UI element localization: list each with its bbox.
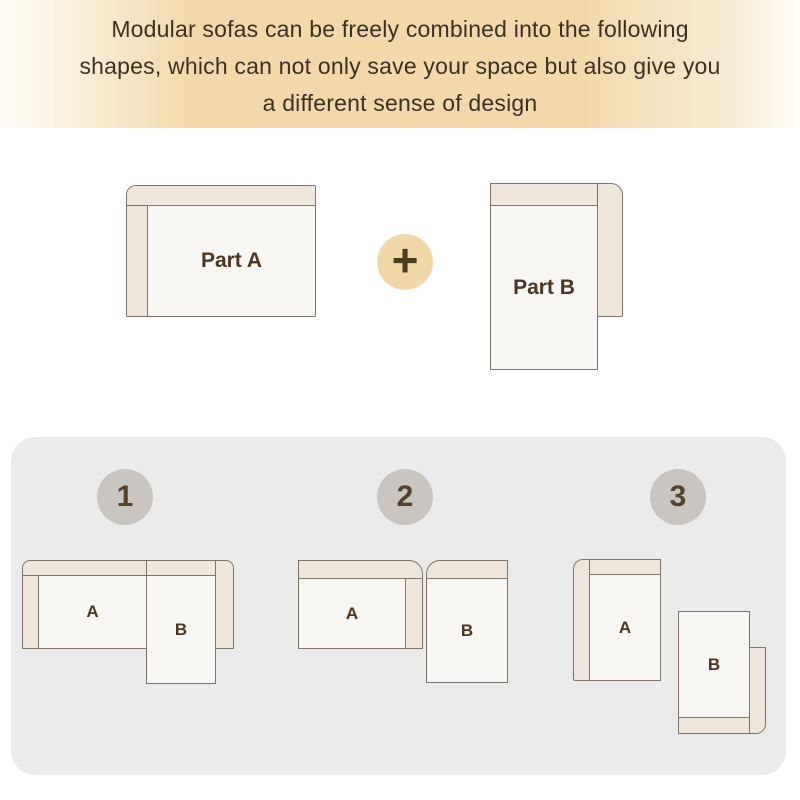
combo-2-sofa-a-armrest	[405, 578, 423, 649]
header-line-3: a different sense of design	[262, 90, 538, 116]
header-banner: Modular sofas can be freely combined int…	[0, 0, 800, 128]
part-b-label: Part B	[513, 275, 575, 299]
combo-1-sofa-b-armrest	[215, 560, 234, 649]
part-b-diagram: Part B	[490, 183, 623, 370]
combo-3-sofa-a-seat: A	[589, 574, 661, 681]
part-a-armrest	[127, 206, 148, 316]
part-a-diagram: Part A	[126, 185, 316, 317]
part-a-label: Part A	[200, 249, 263, 272]
combo-1-sofa-a-seat: A	[38, 575, 147, 649]
combo-2-sofa-a-seat: A	[298, 578, 406, 649]
combo-2-sofa-a-backrest	[298, 560, 423, 579]
combo-1-sofa-a-backrest	[22, 560, 147, 576]
combo-1-sofa-a-armrest	[22, 575, 39, 649]
combo-1-sofa-b-backrest	[146, 560, 216, 576]
part-b-armrest	[596, 183, 623, 317]
header-line-1: Modular sofas can be freely combined int…	[111, 16, 689, 42]
combo-3-sofa-a-backrest	[589, 559, 661, 575]
combo-3-number-badge: 3	[650, 469, 706, 525]
combinations-panel: 1 2 3 A B A B A B	[11, 437, 786, 775]
combo-3-sofa-a-armrest	[573, 559, 590, 681]
part-b-body: Part B	[490, 183, 598, 370]
combo-2-number-badge: 2	[377, 469, 433, 525]
combo-1-number-badge: 1	[97, 469, 153, 525]
part-b-backrest	[491, 184, 597, 206]
plus-icon: +	[391, 234, 419, 286]
combo-3-sofa-b-armrest	[749, 647, 766, 734]
combo-3-sofa-b-seat: B	[678, 611, 750, 718]
combo-1-sofa-b-seat: B	[146, 575, 216, 684]
combo-2-sofa-b-seat: B	[426, 578, 508, 683]
plus-badge: +	[377, 234, 433, 290]
header-line-2: shapes, which can not only save your spa…	[79, 53, 721, 79]
part-a-backrest	[127, 186, 315, 206]
combo-2-sofa-b-backrest	[426, 560, 508, 579]
combo-3-sofa-b-backrest	[678, 717, 750, 734]
